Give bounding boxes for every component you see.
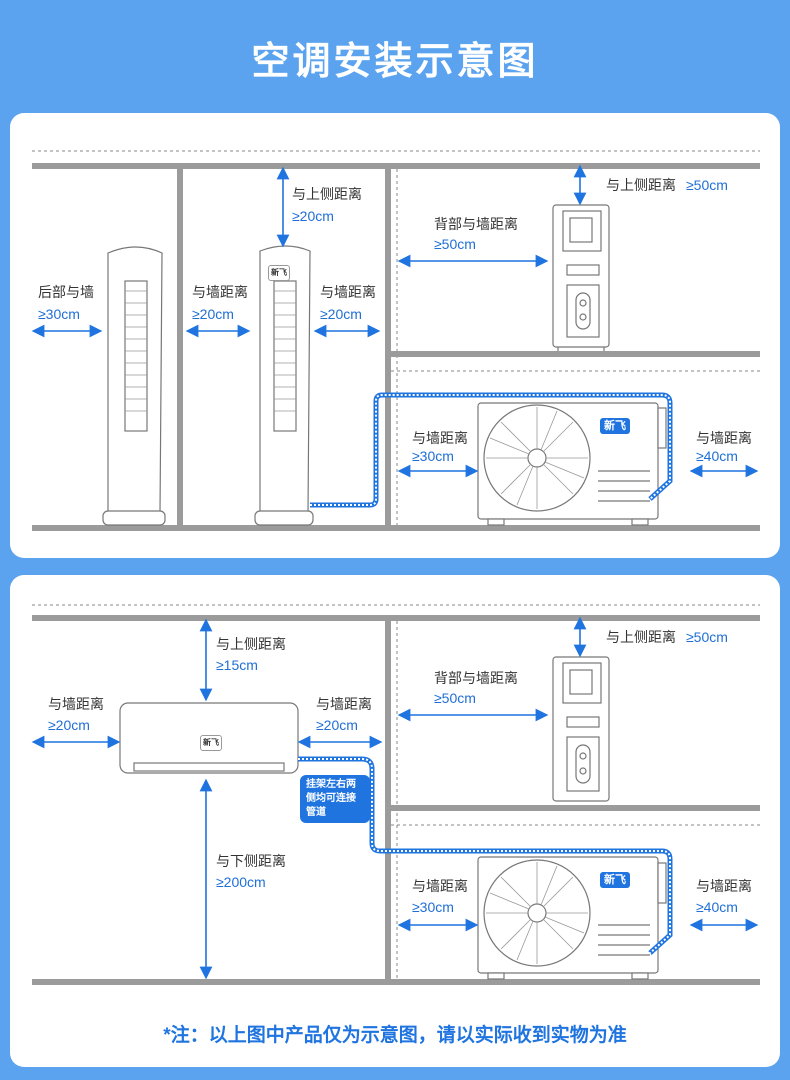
right-partition-wall [385,169,391,525]
outdoor-left-value: ≥30cm [412,899,454,915]
left-partition-wall [177,169,183,525]
wall-mounted-diagram-drawing [31,604,760,985]
outdoor-right-value: ≥40cm [696,448,738,464]
wall-mounted-diagram-panel: 新飞 新飞 挂架左右两侧均可连接管道 与上侧距离 ≥15cm 与墙距离 ≥20c… [10,575,780,1067]
middle-floor-wall [391,805,760,811]
tower-mid-left-value: ≥20cm [192,306,234,322]
outdoor-unit [477,402,667,526]
ceiling-wall [32,163,760,169]
side-back-label: 背部与墙距离 [434,670,518,686]
tower-top-value: ≥20cm [292,208,334,224]
tower-top-label: 与上侧距离 [292,186,362,202]
side-back-value: ≥50cm [434,236,476,252]
middle-floor-wall [391,351,760,357]
wall-unit-logo: 新飞 [200,735,222,751]
outdoor-brand-logo: 新飞 [600,872,630,888]
tower-left-back-label: 后部与墙 [38,284,94,300]
partition-wall [385,621,391,979]
wall-unit-right-label: 与墙距离 [316,696,372,712]
wall-unit-bottom-value: ≥200cm [216,874,266,890]
page-title: 空调安装示意图 [251,41,539,83]
outdoor-left-label: 与墙距离 [412,878,468,894]
tower-mid-right-value: ≥20cm [320,306,362,322]
outdoor-unit [477,856,667,980]
ceiling-wall [32,615,760,621]
outdoor-right-label: 与墙距离 [696,430,752,446]
outdoor-right-label: 与墙距离 [696,878,752,894]
tower-unit-left [102,246,166,526]
tower-unit-middle [254,245,314,526]
floor-standing-diagram-panel: 新飞 新飞 后部与墙 ≥30cm 与墙距离 ≥20cm 与上侧距离 ≥20cm … [10,113,780,558]
tower-mid-right-label: 与墙距离 [320,284,376,300]
wall-unit-bottom-label: 与下侧距离 [216,853,286,869]
outdoor-right-value: ≥40cm [696,899,738,915]
tower-mid-left-label: 与墙距离 [192,284,248,300]
bracket-note: 挂架左右两侧均可连接管道 [300,775,370,823]
indoor-unit-side-view [552,656,610,802]
disclaimer-note: *注：以上图中产品仅为示意图，请以实际收到实物为准 [163,1025,627,1046]
outdoor-brand-logo: 新飞 [600,418,630,434]
side-back-label: 背部与墙距离 [434,216,518,232]
side-top-label: 与上侧距离 [606,629,676,645]
wall-unit-top-label: 与上侧距离 [216,636,286,652]
wall-unit-left-value: ≥20cm [48,717,90,733]
indoor-unit-side-view [552,204,610,351]
tower-left-back-value: ≥30cm [38,306,80,322]
outdoor-left-label: 与墙距离 [412,430,468,446]
wall-unit-top-value: ≥15cm [216,657,258,673]
floor-standing-diagram-drawing [31,150,760,531]
wall-unit-left-label: 与墙距离 [48,696,104,712]
side-back-value: ≥50cm [434,690,476,706]
tower-logo: 新飞 [268,265,290,281]
floor-wall [32,525,760,531]
side-top-value: ≥50cm [686,629,728,645]
floor-wall [32,979,760,985]
wall-unit-right-value: ≥20cm [316,717,358,733]
outdoor-left-value: ≥30cm [412,448,454,464]
side-top-value: ≥50cm [686,177,728,193]
side-top-label: 与上侧距离 [606,177,676,193]
